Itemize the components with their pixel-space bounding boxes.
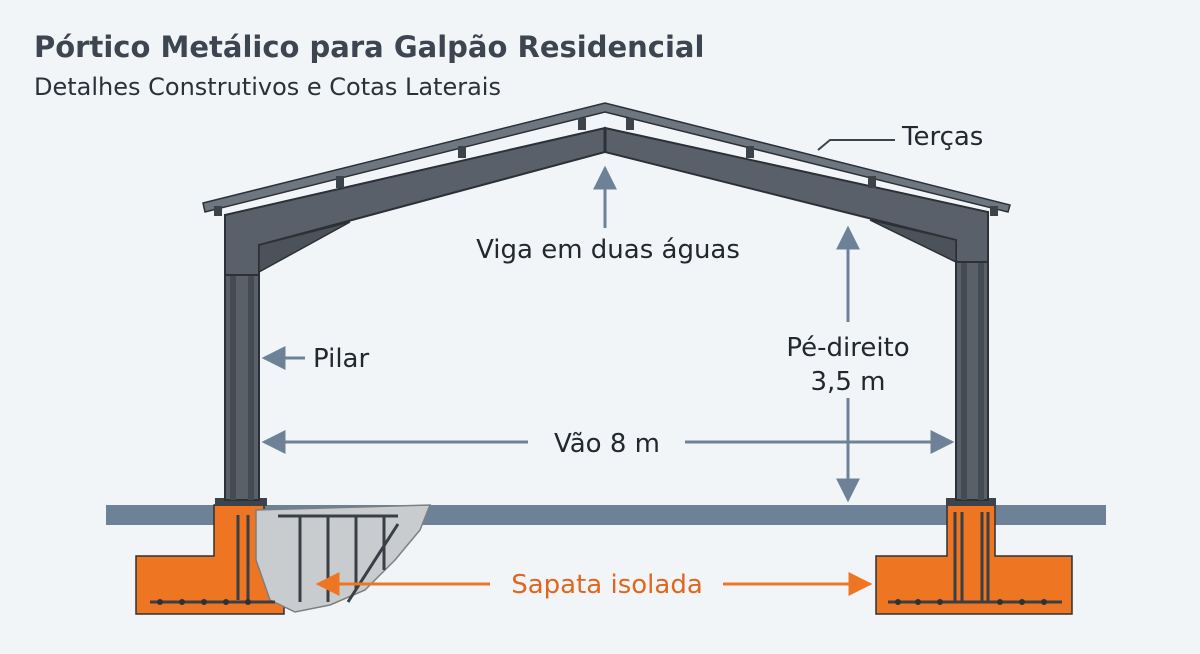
footing-label: Sapata isolada xyxy=(511,570,703,600)
purlins xyxy=(214,118,998,216)
gable-rafter xyxy=(224,126,989,276)
purlin xyxy=(868,176,876,188)
rebar-dots-left xyxy=(157,599,251,605)
page-subtitle: Detalhes Construtivos e Cotas Laterais xyxy=(34,73,501,101)
purlin xyxy=(458,146,466,158)
purlin xyxy=(746,146,754,158)
page-title: Pórtico Metálico para Galpão Residencial xyxy=(34,30,704,64)
purlins-label: Terças xyxy=(901,122,983,152)
purlin xyxy=(578,118,586,130)
ceiling-height-label-line1: Pé-direito xyxy=(786,333,909,363)
footing-right xyxy=(875,504,1073,615)
purlin xyxy=(336,176,344,188)
column-label: Pilar xyxy=(313,344,369,374)
concrete-section xyxy=(255,504,432,613)
purlin xyxy=(214,206,222,216)
purlins-leader xyxy=(817,139,895,151)
roof-sheet xyxy=(202,102,1011,213)
rebar-left xyxy=(150,514,400,604)
span-label: Vão 8 m xyxy=(554,429,660,459)
footing-left xyxy=(135,504,432,615)
purlin xyxy=(990,206,998,216)
rebar-right xyxy=(888,512,1062,604)
gable-beam-label: Viga em duas águas xyxy=(476,235,740,265)
rebar-dots-right xyxy=(895,599,1047,605)
base-plate-left xyxy=(215,498,267,506)
purlin xyxy=(626,118,634,130)
ceiling-height-label-line2: 3,5 m xyxy=(811,367,886,397)
base-plate-right xyxy=(946,498,996,506)
